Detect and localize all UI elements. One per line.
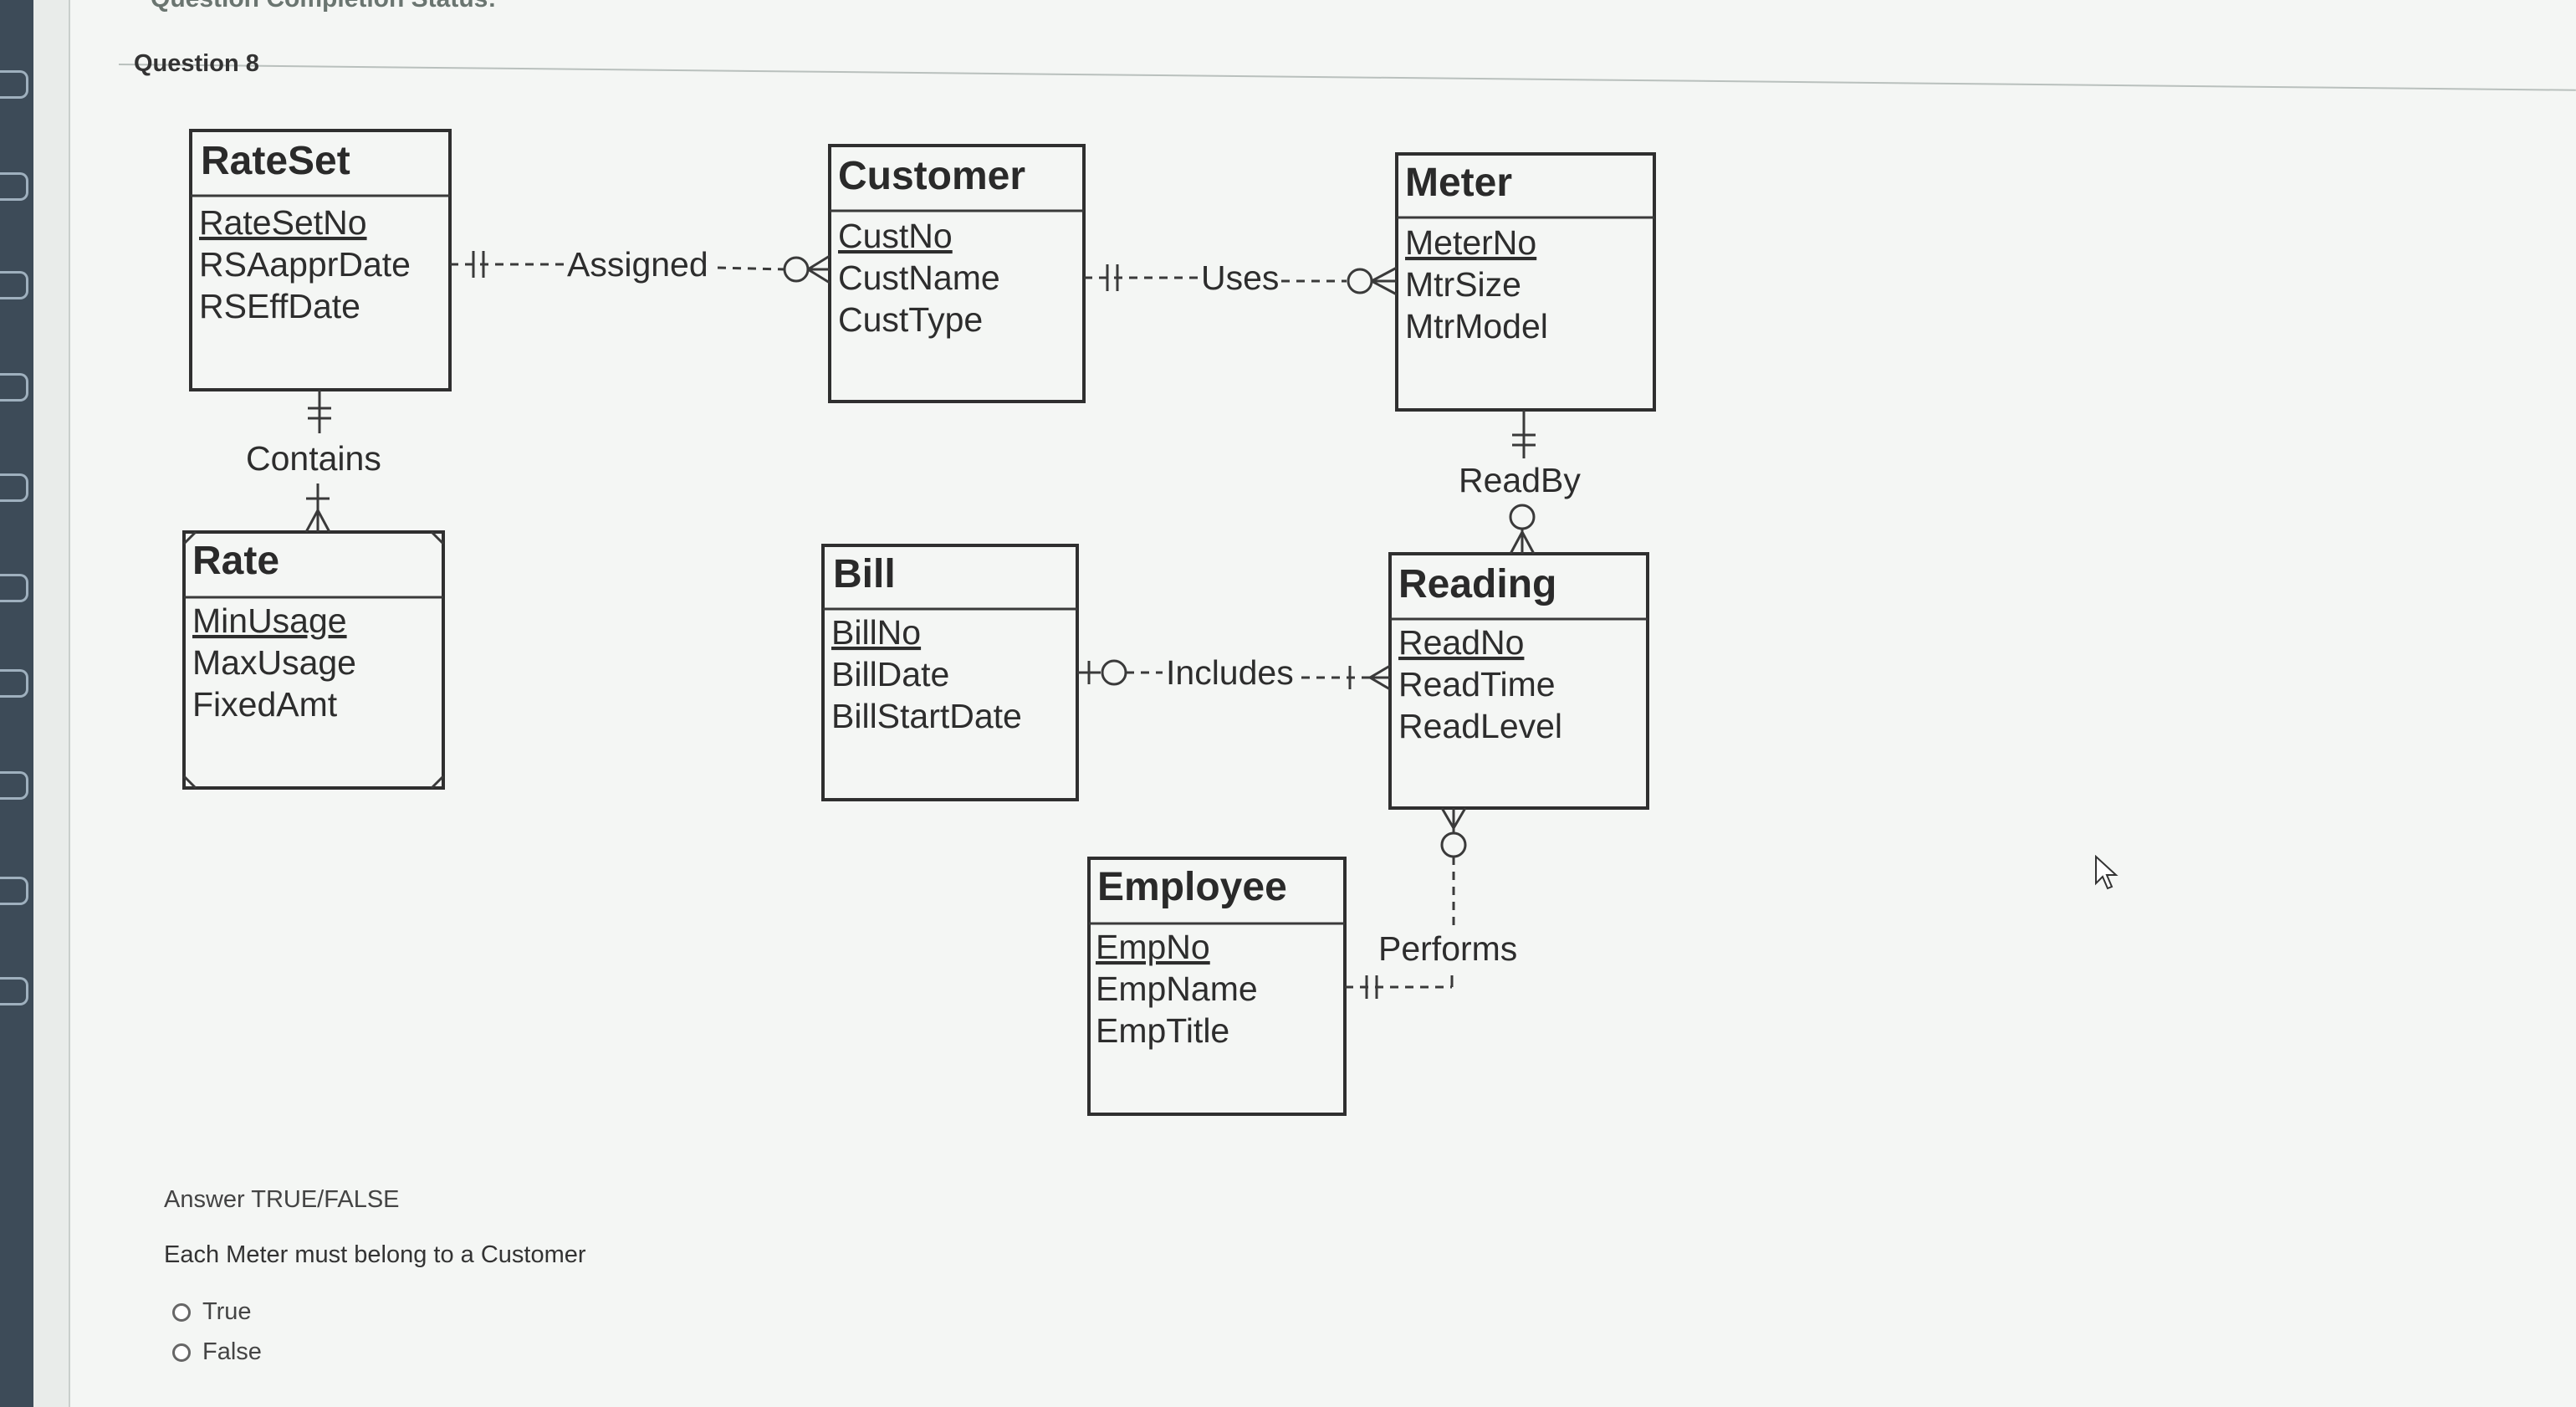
relationship-label: Assigned <box>567 245 708 284</box>
entity-rate: Rate MinUsage MaxUsage FixedAmt <box>182 530 445 790</box>
relationship-label: ReadBy <box>1459 461 1581 499</box>
messages-icon[interactable] <box>0 771 28 800</box>
entity-box <box>182 530 445 790</box>
tools-icon[interactable] <box>0 669 28 698</box>
entity-attribute: EmpName <box>1096 970 1258 1008</box>
edit-icon[interactable] <box>0 877 28 905</box>
entity-attribute: ReadLevel <box>1398 707 1562 745</box>
entity-name: Bill <box>833 552 896 596</box>
entity-attribute: MinUsage <box>192 601 347 640</box>
content-area <box>69 0 2576 1407</box>
relationship-uses: Uses <box>1084 258 1398 297</box>
relationship-assigned: Assigned <box>450 245 831 284</box>
entity-attribute: MtrModel <box>1405 307 1548 345</box>
question-title: Question 8 <box>134 50 259 77</box>
entity-attribute: RateSetNo <box>199 203 367 242</box>
entity-attribute: ReadTime <box>1398 665 1556 704</box>
entity-attribute: CustType <box>838 300 983 339</box>
question-completion-status: Question Completion Status: <box>151 0 496 13</box>
entity-attribute: MtrSize <box>1405 265 1521 304</box>
answer-instruction: Answer TRUE/FALSE <box>164 1186 400 1213</box>
groups-icon[interactable] <box>0 473 28 502</box>
entity-attribute: BillDate <box>831 655 949 693</box>
relationship-performs: Performs <box>1345 807 1517 999</box>
entity-attribute: FixedAmt <box>192 685 338 724</box>
mouse-cursor-icon <box>2095 855 2119 890</box>
radio-true[interactable] <box>172 1302 191 1322</box>
entity-attribute: MaxUsage <box>192 643 356 682</box>
entity-employee: Employee EmpNo EmpName EmpTitle <box>1087 857 1347 1116</box>
question-text: Each Meter must belong to a Customer <box>164 1241 586 1268</box>
calendar-icon[interactable] <box>0 373 28 402</box>
option-label: False <box>202 1338 262 1365</box>
entity-meter: Meter MeterNo MtrSize MtrModel <box>1395 152 1656 412</box>
relationship-label: Performs <box>1378 929 1517 968</box>
entity-name: Employee <box>1097 865 1287 909</box>
globe-icon[interactable] <box>0 271 28 299</box>
entity-attribute: CustNo <box>838 217 953 255</box>
option-label: True <box>202 1298 252 1325</box>
entity-attribute: EmpTitle <box>1096 1011 1229 1050</box>
relationship-includes: Includes <box>1077 653 1391 692</box>
entity-attribute: ReadNo <box>1398 623 1524 662</box>
left-navigation-rail <box>0 0 33 1407</box>
entity-bill: Bill BillNo BillDate BillStartDate <box>821 544 1079 801</box>
radio-false[interactable] <box>172 1343 191 1362</box>
entity-attribute: CustName <box>838 258 1000 297</box>
relationship-readby: ReadBy <box>1459 410 1581 555</box>
entity-box <box>828 144 1086 403</box>
option-false[interactable]: False <box>172 1338 262 1366</box>
relationship-label: Uses <box>1201 258 1279 297</box>
signout-icon[interactable] <box>0 977 28 1005</box>
entity-attribute: RSEffDate <box>199 287 360 325</box>
entity-rateset: RateSet RateSetNo RSAapprDate RSEffDate <box>189 129 452 391</box>
entity-name: Rate <box>192 539 279 583</box>
grid-icon[interactable] <box>0 574 28 602</box>
option-true[interactable]: True <box>172 1298 252 1326</box>
entity-attribute: BillNo <box>831 613 921 652</box>
entity-customer: Customer CustNo CustName CustType <box>828 144 1086 403</box>
entity-name: Reading <box>1398 562 1556 606</box>
institution-icon[interactable] <box>0 70 28 99</box>
entity-attribute: BillStartDate <box>831 697 1022 735</box>
entity-name: Customer <box>838 154 1025 198</box>
entity-attribute: MeterNo <box>1405 223 1536 262</box>
relationship-label: Contains <box>246 439 381 478</box>
relationship-label: Includes <box>1166 653 1294 692</box>
entity-name: Meter <box>1405 161 1512 205</box>
entity-attribute: RSAapprDate <box>199 245 411 284</box>
entity-name: RateSet <box>201 139 350 183</box>
entity-attribute: EmpNo <box>1096 928 1210 966</box>
relationship-contains: Contains <box>246 390 381 533</box>
user-icon[interactable] <box>0 172 28 201</box>
entity-reading: Reading ReadNo ReadTime ReadLevel <box>1388 552 1649 810</box>
entity-box <box>1388 552 1649 810</box>
